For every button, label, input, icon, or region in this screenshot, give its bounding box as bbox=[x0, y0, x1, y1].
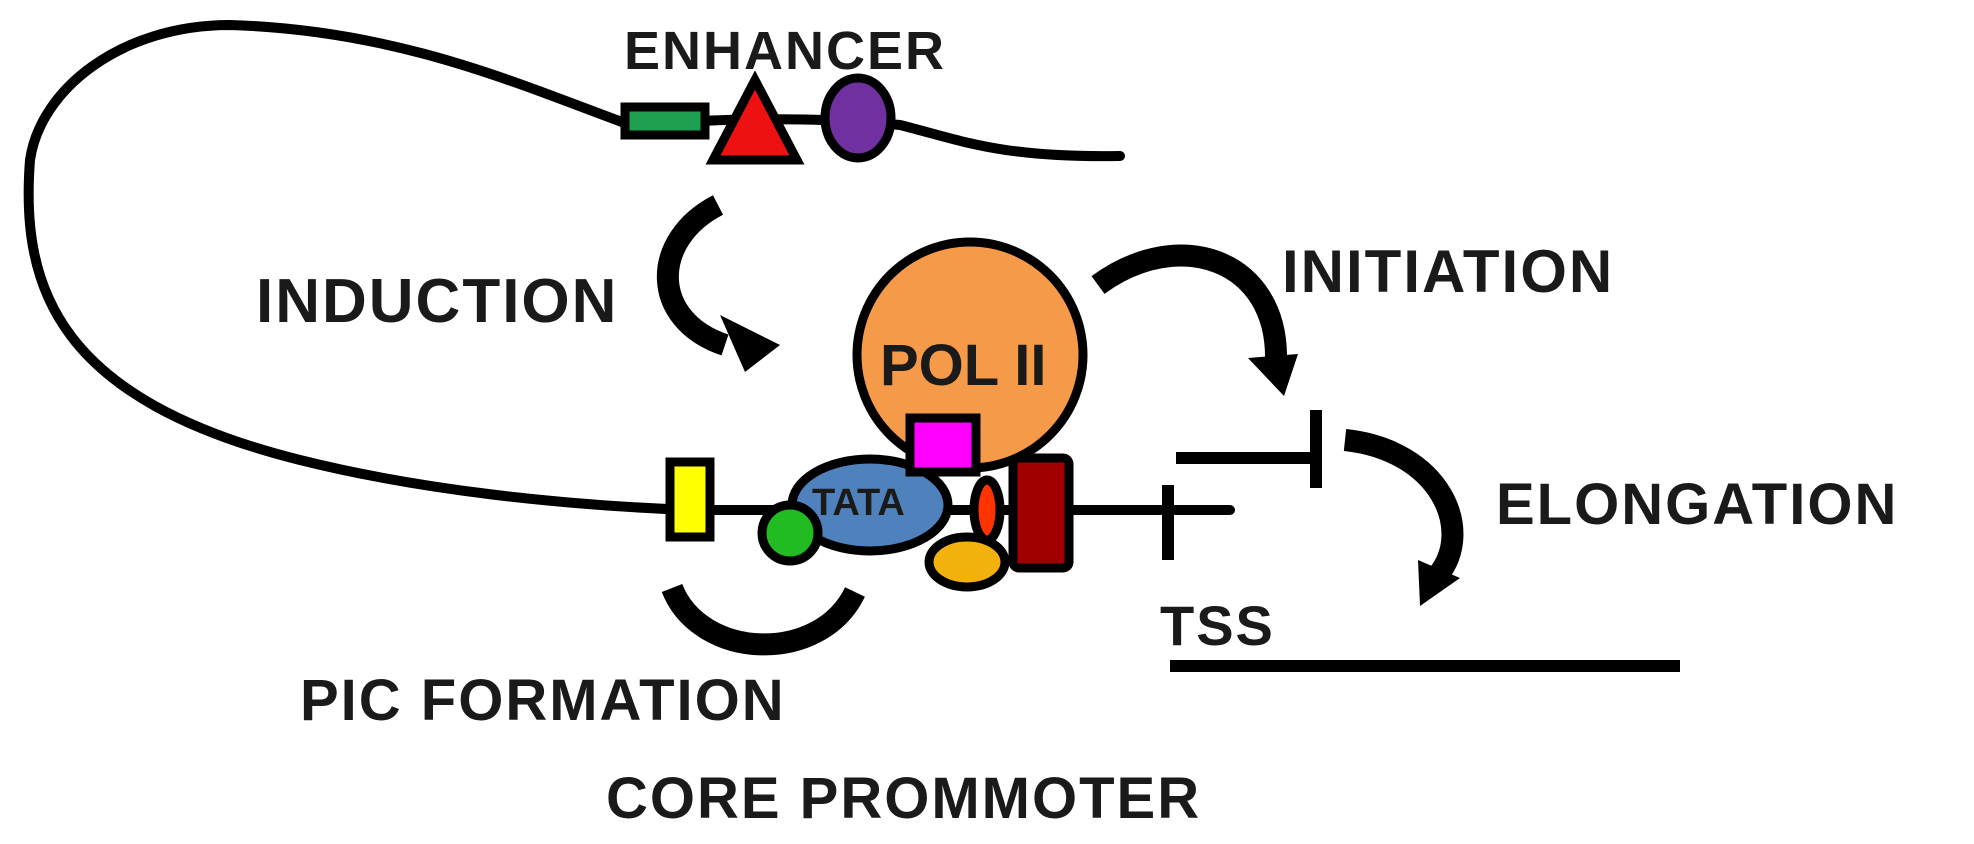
pic-formation-label: PIC FORMATION bbox=[300, 668, 786, 733]
green-circle bbox=[757, 500, 823, 566]
enhancer-label: ENHANCER bbox=[624, 21, 946, 81]
yellow-rect bbox=[665, 457, 715, 542]
initiation-arrowhead bbox=[1248, 354, 1298, 396]
dna-loop bbox=[23, 20, 695, 515]
elongation-arrowhead bbox=[1418, 560, 1460, 606]
elongation-arrow bbox=[1343, 429, 1464, 582]
red-oval bbox=[969, 475, 1005, 545]
induction-label: INDUCTION bbox=[256, 267, 618, 336]
core-promoter-label: CORE PROMMOTER bbox=[606, 766, 1201, 831]
magenta-square bbox=[905, 413, 981, 477]
pic-formation-arc bbox=[661, 583, 865, 656]
orange-oval bbox=[924, 532, 1010, 592]
elongation-label: ELONGATION bbox=[1496, 472, 1898, 537]
dark-red-rect bbox=[1008, 453, 1074, 573]
pol-ii-label: POL II bbox=[880, 333, 1047, 398]
induction-arrowhead bbox=[720, 315, 780, 372]
initiation-arrow bbox=[1091, 244, 1288, 361]
enhancer-green-rect bbox=[620, 102, 710, 140]
enhancer-red-triangle bbox=[705, 70, 805, 165]
tata-label: TATA bbox=[812, 482, 905, 524]
initiation-label: INITIATION bbox=[1282, 238, 1614, 305]
induction-arrow bbox=[656, 195, 729, 356]
enhancer-purple-oval bbox=[820, 73, 896, 163]
tss-label: TSS bbox=[1160, 594, 1275, 657]
